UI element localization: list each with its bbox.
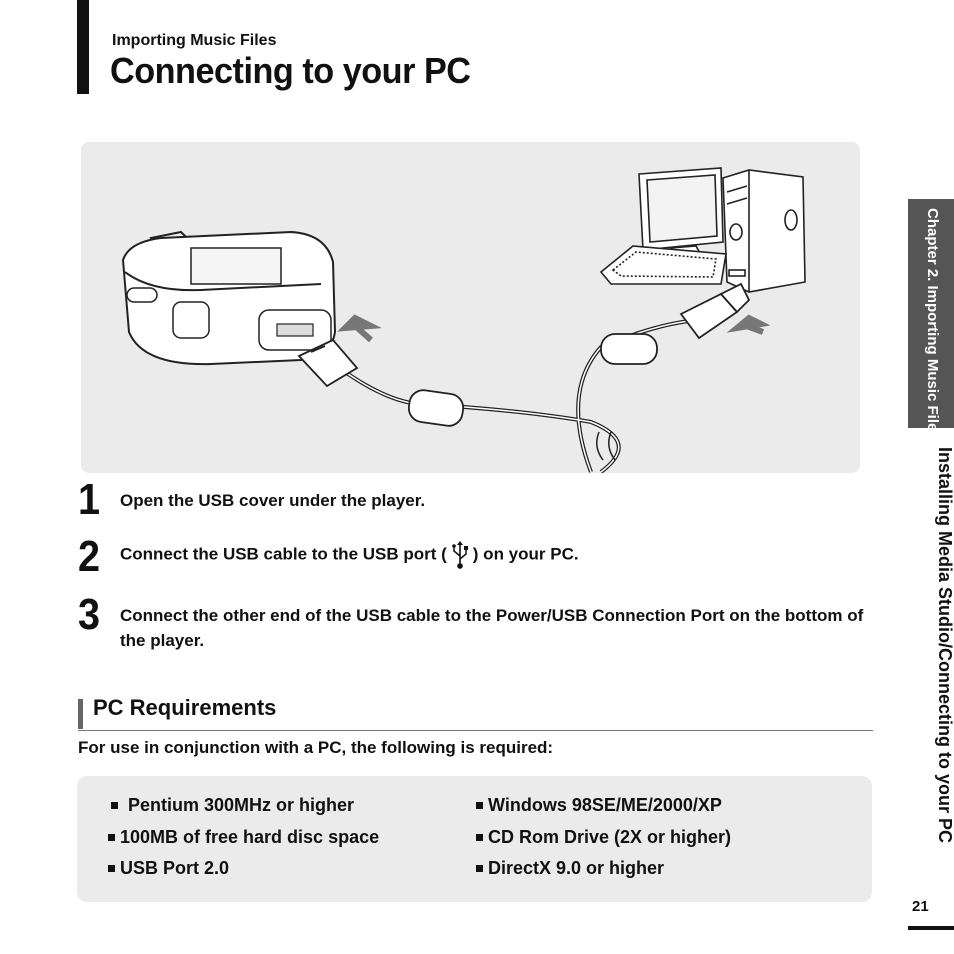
- arrow-to-pc: [726, 314, 771, 335]
- requirement-item: USB Port 2.0: [108, 858, 229, 879]
- connection-diagram: [121, 167, 806, 473]
- page-number: 21: [912, 898, 929, 915]
- step-1-number: 1: [78, 475, 101, 524]
- pc-tower: [722, 169, 806, 293]
- bullet-square-icon: [476, 801, 483, 809]
- usb-plug-pc: [679, 282, 751, 340]
- chapter-tab-label: Chapter 2. Importing Music Files: [924, 208, 941, 440]
- bullet-square-icon: [108, 864, 115, 872]
- bullet-square-icon: [111, 801, 118, 809]
- bullet-square-icon: [108, 833, 115, 841]
- step-2-text-before: Connect the USB cable to the USB port (: [120, 544, 447, 564]
- connection-illustration: [81, 142, 860, 473]
- step-3-text: Connect the other end of the USB cable t…: [120, 606, 864, 650]
- bullet-square-icon: [476, 864, 483, 872]
- pc-keyboard: [599, 245, 727, 285]
- section-divider: [78, 730, 873, 731]
- step-2-text: Connect the USB cable to the USB port ()…: [120, 540, 865, 570]
- requirement-item: 100MB of free hard disc space: [108, 827, 379, 848]
- cable-break-marks: [596, 431, 616, 461]
- pc-monitor: [638, 167, 724, 259]
- chapter-tab: [908, 199, 954, 428]
- running-section-title: Installing Media Studio/Connecting to yo…: [935, 447, 954, 843]
- pc-requirements-heading: PC Requirements: [93, 695, 277, 720]
- requirements-intro: For use in conjunction with a PC, the fo…: [78, 738, 554, 757]
- step-2-text-after: ) on your PC.: [472, 544, 579, 564]
- step-3-number: 3: [78, 590, 101, 639]
- section-accent-bar: [78, 699, 83, 729]
- page-number-rule: [908, 926, 954, 930]
- arrow-to-player: [337, 314, 383, 343]
- requirement-item: Pentium 300MHz or higher: [111, 795, 354, 816]
- requirement-item: CD Rom Drive (2X or higher): [476, 827, 731, 848]
- mp3-player: [121, 230, 337, 366]
- page-title: Connecting to your PC: [110, 50, 471, 91]
- step-1-text: Open the USB cover under the player.: [120, 491, 426, 510]
- usb-icon: [451, 541, 468, 569]
- ferrite-core-right: [600, 333, 658, 365]
- step-2-number: 2: [78, 532, 101, 581]
- usb-plug-player: [297, 338, 359, 388]
- requirement-item: DirectX 9.0 or higher: [476, 858, 664, 879]
- title-accent-bar: [77, 0, 89, 94]
- section-kicker: Importing Music Files: [112, 32, 277, 49]
- requirements-panel: [77, 776, 872, 902]
- ferrite-core-left: [407, 389, 465, 427]
- bullet-square-icon: [476, 833, 483, 841]
- requirement-item: Windows 98SE/ME/2000/XP: [476, 795, 722, 816]
